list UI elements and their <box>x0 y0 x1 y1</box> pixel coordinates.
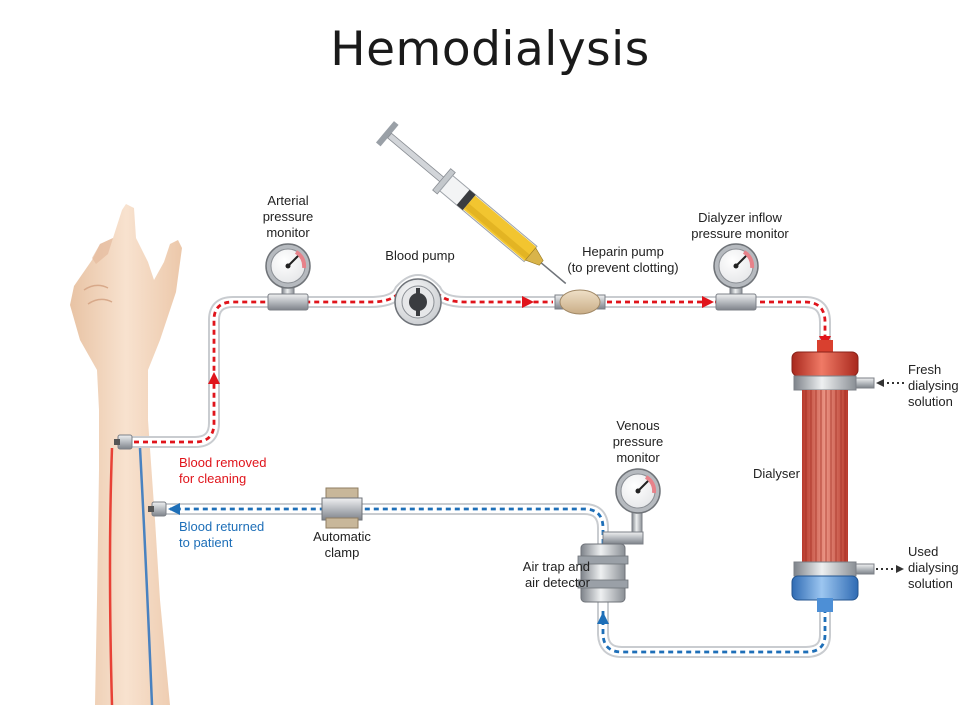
label-arterial-pressure-monitor: Arterial pressure monitor <box>262 193 314 240</box>
label-blood-returned: Blood returned to patient <box>179 519 265 550</box>
label-dialyzer-inflow-monitor: Dialyzer inflow pressure monitor <box>691 210 789 241</box>
venous-pressure-monitor <box>602 468 661 545</box>
label-automatic-clamp: Automatic clamp <box>313 529 371 560</box>
label-air-trap: Air trap and air detector <box>522 559 590 590</box>
blood-pump <box>394 278 442 326</box>
diagram-title: Hemodialysis <box>330 22 650 77</box>
dialyser <box>791 340 875 612</box>
patient-arm <box>70 204 182 705</box>
heparin-pump <box>554 289 606 315</box>
dialysate-leaders <box>876 379 904 573</box>
venous-flow-arrows <box>168 503 609 624</box>
catheter-connectors <box>114 434 167 517</box>
label-used-dialysing-solution: Used dialysing solution <box>908 544 959 591</box>
label-venous-pressure-monitor: Venous pressure monitor <box>612 418 664 465</box>
label-fresh-dialysing-solution: Fresh dialysing solution <box>908 362 959 409</box>
air-trap <box>577 543 629 603</box>
label-heparin-pump: Heparin pump (to prevent clotting) <box>567 244 679 275</box>
automatic-clamp <box>321 487 363 529</box>
label-blood-pump: Blood pump <box>385 248 455 263</box>
label-dialyser: Dialyser <box>753 466 800 481</box>
heparin-syringe <box>375 121 567 285</box>
label-blood-removed: Blood removed for cleaning <box>179 455 267 486</box>
arterial-pressure-monitor <box>265 243 311 311</box>
dialyzer-inflow-pressure-monitor <box>713 243 759 311</box>
venous-flow-line <box>170 507 827 654</box>
